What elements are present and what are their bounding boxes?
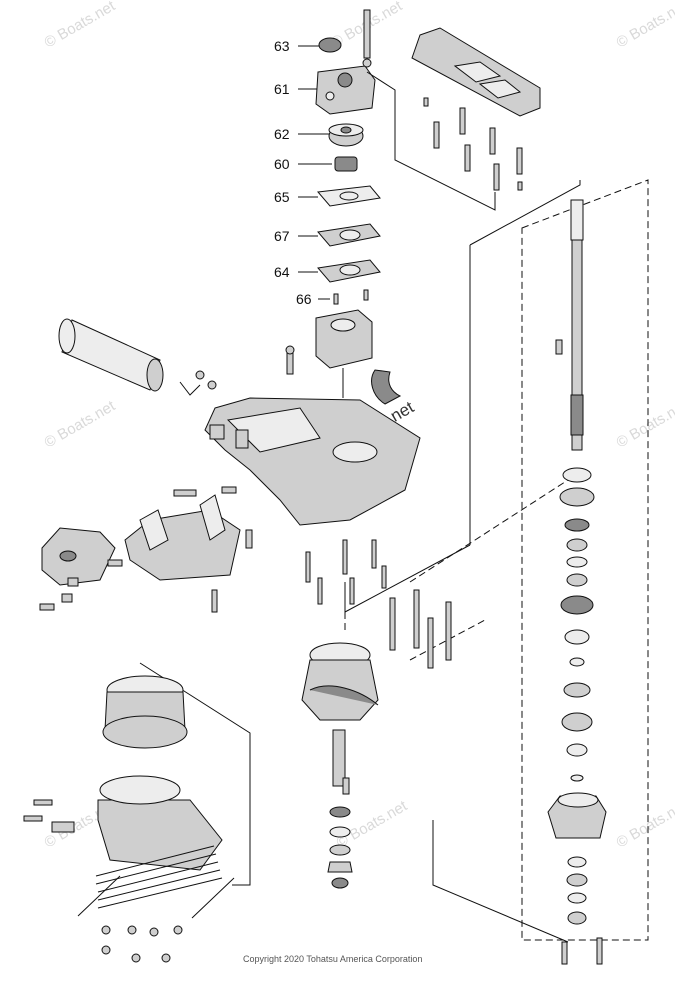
callout-61: 61: [274, 81, 290, 97]
callout-60: 60: [274, 156, 290, 172]
callout-65: 65: [274, 189, 290, 205]
watermark: © Boats.net: [614, 397, 675, 451]
gasket-part: [317, 185, 381, 207]
watermark: © Boats.net: [42, 0, 119, 51]
water-pump-assembly: 63 61 62 60 65 67 64 66: [274, 37, 381, 398]
jet-housing-assembly: [204, 345, 421, 526]
callout-62: 62: [274, 126, 290, 142]
dowel-pin-part: [333, 293, 339, 305]
drive-shaft-column: [521, 179, 649, 965]
callout-66: 66: [296, 291, 312, 307]
left-bracket-part: [41, 527, 116, 586]
pump-case-part: [315, 309, 373, 369]
shaft-frame: [521, 179, 649, 941]
callout-64: 64: [274, 264, 290, 280]
callout-67: 67: [274, 228, 290, 244]
intake-tube-part: [61, 319, 161, 391]
watermark: © Boats.net: [42, 397, 119, 451]
grate-bars: [77, 845, 235, 919]
grommet-part: [318, 37, 342, 53]
copyright-text: Copyright 2020 Tohatsu America Corporati…: [243, 954, 422, 964]
watermark: © Boats.net: [614, 797, 675, 851]
intake-tube-assembly: [58, 318, 217, 396]
bearing-housing-part: [547, 795, 607, 839]
bearing-stack: [559, 467, 595, 782]
long-bolt-part: [363, 9, 371, 59]
watermark: © Boats.net: [334, 797, 411, 851]
top-plate-assembly: [362, 9, 541, 211]
bracket-assembly: [39, 486, 253, 613]
grate-housing-part: [97, 799, 223, 871]
impeller-assembly: [301, 642, 379, 889]
bolt-group: [423, 97, 523, 191]
stud-group: [305, 539, 452, 669]
impeller-part: [334, 156, 358, 172]
watermark: © Boats.net: [614, 0, 675, 51]
hose-part: [371, 369, 402, 405]
callout-63: 63: [274, 38, 290, 54]
spacer-tube-part: [332, 729, 346, 787]
intake-grate-assembly: [23, 662, 251, 963]
jet-housing-part: [204, 397, 421, 526]
